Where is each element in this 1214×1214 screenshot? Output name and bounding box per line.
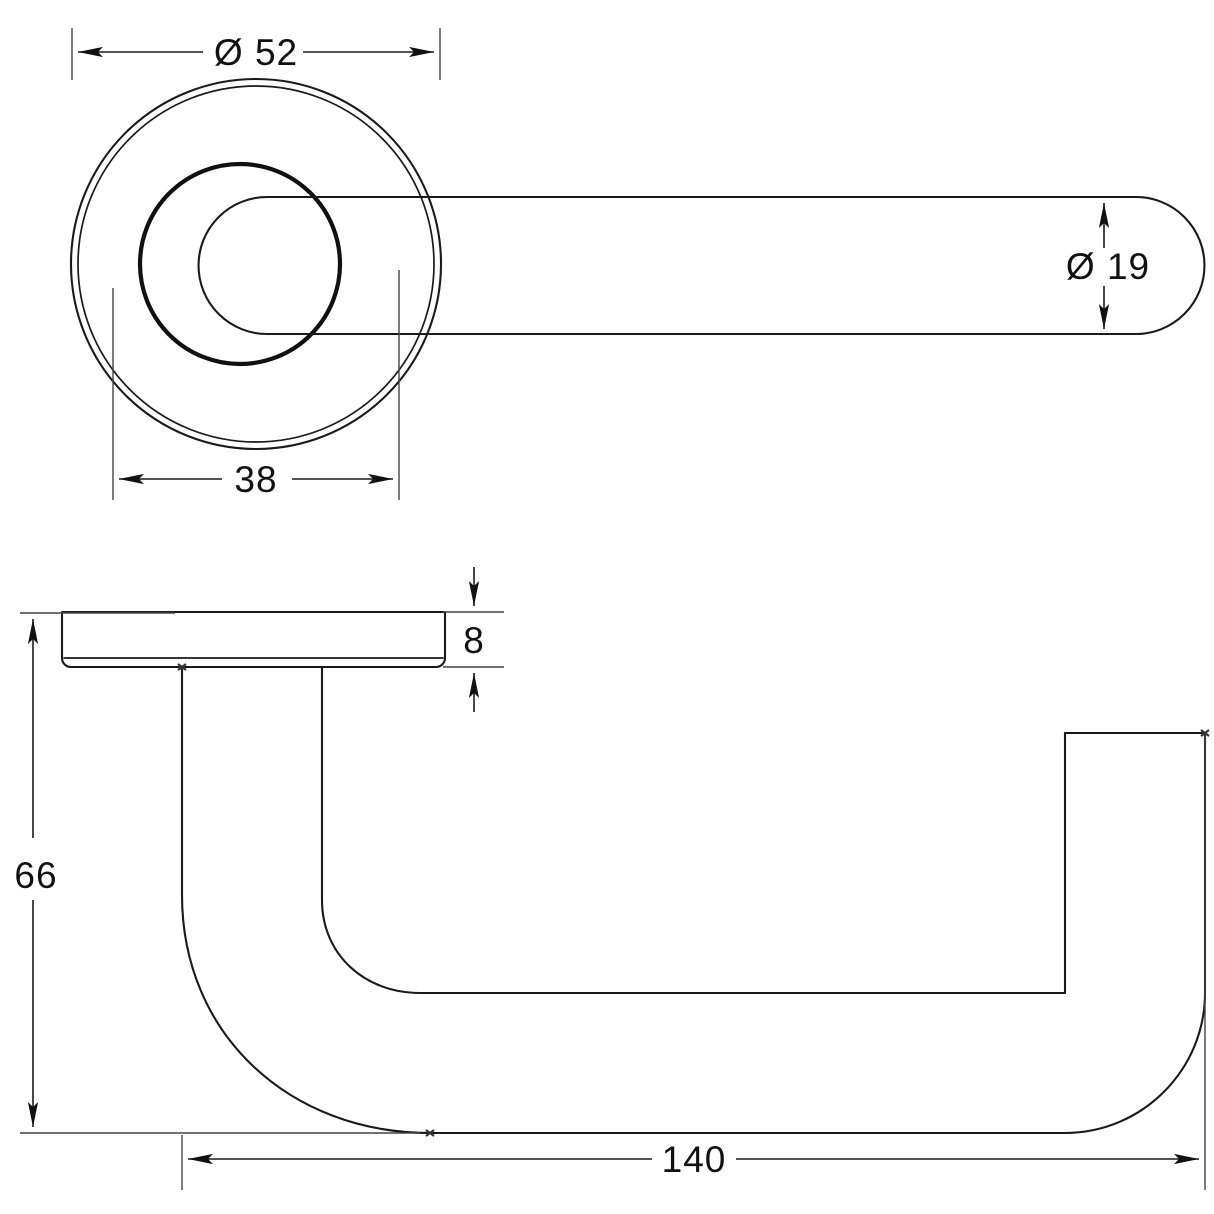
dim-rose-diameter-group: Ø 52 [71, 28, 441, 80]
dim-lever-length-group: 140 [181, 735, 1206, 1190]
tick-bottom-left [425, 1129, 435, 1137]
construction-ticks [177, 663, 1210, 1137]
rose-outer-circle [69, 77, 443, 451]
dim-rose-inner-width-label: 38 [234, 459, 277, 500]
dim-projection-height-label: 66 [14, 855, 57, 896]
dim-rose-thickness-group: 8 [443, 567, 504, 712]
plan-view: Ø 52 Ø 19 38 [69, 28, 1206, 500]
dim-rose-inner-width-group: 38 [112, 270, 400, 500]
dim-lever-length-label: 140 [662, 1139, 727, 1180]
dim-rose-thickness-label: 8 [463, 620, 485, 661]
tick-rose-left [177, 663, 187, 671]
rose-chamfer-circle [77, 85, 435, 443]
lever-body-plan [197, 195, 1206, 336]
dim-lever-diameter-label: Ø 19 [1066, 246, 1150, 287]
side-view: 8 66 140 [14, 567, 1210, 1190]
tick-top-right [1200, 729, 1210, 737]
dim-rose-diameter-label: Ø 52 [214, 32, 298, 73]
rose-plate-side [60, 610, 447, 669]
rose-boss-circle [137, 161, 343, 367]
dim-projection-height-group: 66 [14, 612, 420, 1134]
lever-inner-profile [320, 665, 1067, 995]
dim-lever-diameter-group: Ø 19 [1066, 203, 1150, 329]
